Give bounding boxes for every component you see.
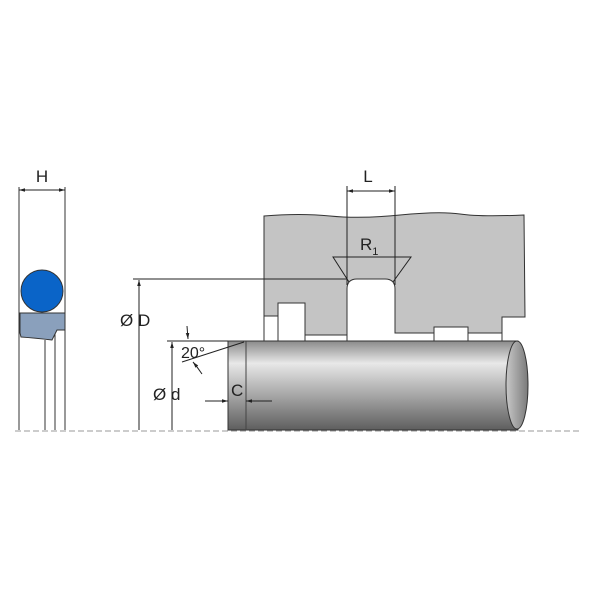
label-groove-length: L (363, 167, 372, 186)
backup-ring (19, 312, 66, 341)
oring (20, 269, 64, 313)
label-chamfer-angle: 20° (181, 345, 205, 362)
rod (227, 340, 529, 431)
label-bore-diameter: Ø D (120, 311, 150, 330)
label-rod-diameter: Ø d (153, 385, 180, 404)
label-chamfer: C (231, 381, 243, 400)
seal-cross-section (18, 187, 66, 430)
label-radius: R1 (360, 235, 378, 258)
rod-end (505, 340, 529, 430)
label-height: H (36, 167, 48, 186)
